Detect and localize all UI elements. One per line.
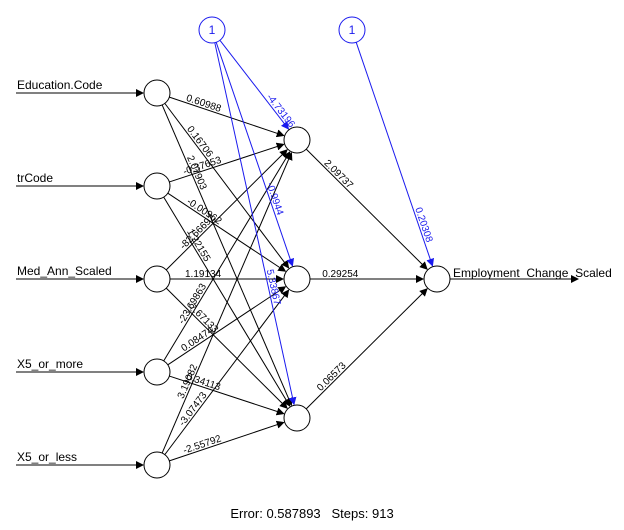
- bias-output-edge: [355, 42, 435, 267]
- input-node: [143, 79, 171, 107]
- bias-weight-label: -0.9944: [264, 181, 286, 217]
- input-hidden-edge: [161, 104, 293, 407]
- input-hidden-edge: [169, 96, 285, 138]
- weight-label: 1.19134: [185, 269, 222, 280]
- bias-hidden-edge: [215, 42, 295, 267]
- hidden-node: [283, 126, 311, 154]
- input-hidden-edge: [164, 103, 290, 269]
- steps-label: Steps: 913: [331, 506, 394, 521]
- input-label: X5_or_less: [17, 450, 77, 464]
- input-hidden-edge: [163, 151, 291, 362]
- input-hidden-edge: [169, 142, 285, 183]
- bias-node: [198, 16, 226, 44]
- neural-network-diagram: 0.609880.167062.07903-0.37653-0.009621.2…: [16, 16, 612, 479]
- error-label: Error: 0.587893: [230, 506, 321, 521]
- weight-label: 0.60988: [185, 93, 223, 115]
- hidden-output-edge: [305, 148, 428, 270]
- input-hidden-edge: [167, 286, 287, 366]
- bias-weight-label: 0.20308: [412, 206, 434, 244]
- bias-node-label: 1: [209, 23, 216, 37]
- weight-label: 0.16706: [184, 124, 215, 160]
- hidden-output-edge: [305, 288, 428, 410]
- output-node: [423, 265, 451, 293]
- input-node: [143, 265, 171, 293]
- bias-node-label: 1: [349, 23, 356, 37]
- input-label: Med_Ann_Scaled: [17, 264, 112, 278]
- input-label: Education.Code: [17, 78, 103, 92]
- weight-label: 0.29254: [322, 269, 359, 280]
- input-hidden-edge: [167, 192, 287, 272]
- input-hidden-edge: [163, 196, 291, 407]
- bias-hidden-edge: [214, 42, 297, 406]
- training-summary: Error: 0.587893 Steps: 913: [0, 506, 624, 521]
- input-node: [143, 451, 171, 479]
- input-hidden-edge: [161, 151, 293, 454]
- bias-node: [338, 16, 366, 44]
- input-hidden-edge: [169, 375, 285, 416]
- input-hidden-edge: [169, 420, 285, 462]
- bias-weight-label: 5.33867: [264, 268, 283, 306]
- output-label: Employment_Change_Scaled: [453, 266, 612, 280]
- input-hidden-edge: [165, 149, 288, 271]
- weight-label: 0.06573: [315, 360, 349, 394]
- input-hidden-edge: [164, 289, 290, 455]
- input-node: [143, 358, 171, 386]
- bias-hidden-edge: [219, 39, 290, 130]
- input-label: X5_or_more: [17, 357, 83, 371]
- weight-label: 2.09737: [321, 158, 355, 192]
- weight-label: -2.55792: [182, 433, 223, 456]
- bias-weight-label: -4.73196: [264, 92, 297, 130]
- hidden-node: [283, 404, 311, 432]
- hidden-node: [283, 265, 311, 293]
- input-hidden-edge: [165, 287, 288, 409]
- input-label: trCode: [17, 171, 53, 185]
- input-node: [143, 172, 171, 200]
